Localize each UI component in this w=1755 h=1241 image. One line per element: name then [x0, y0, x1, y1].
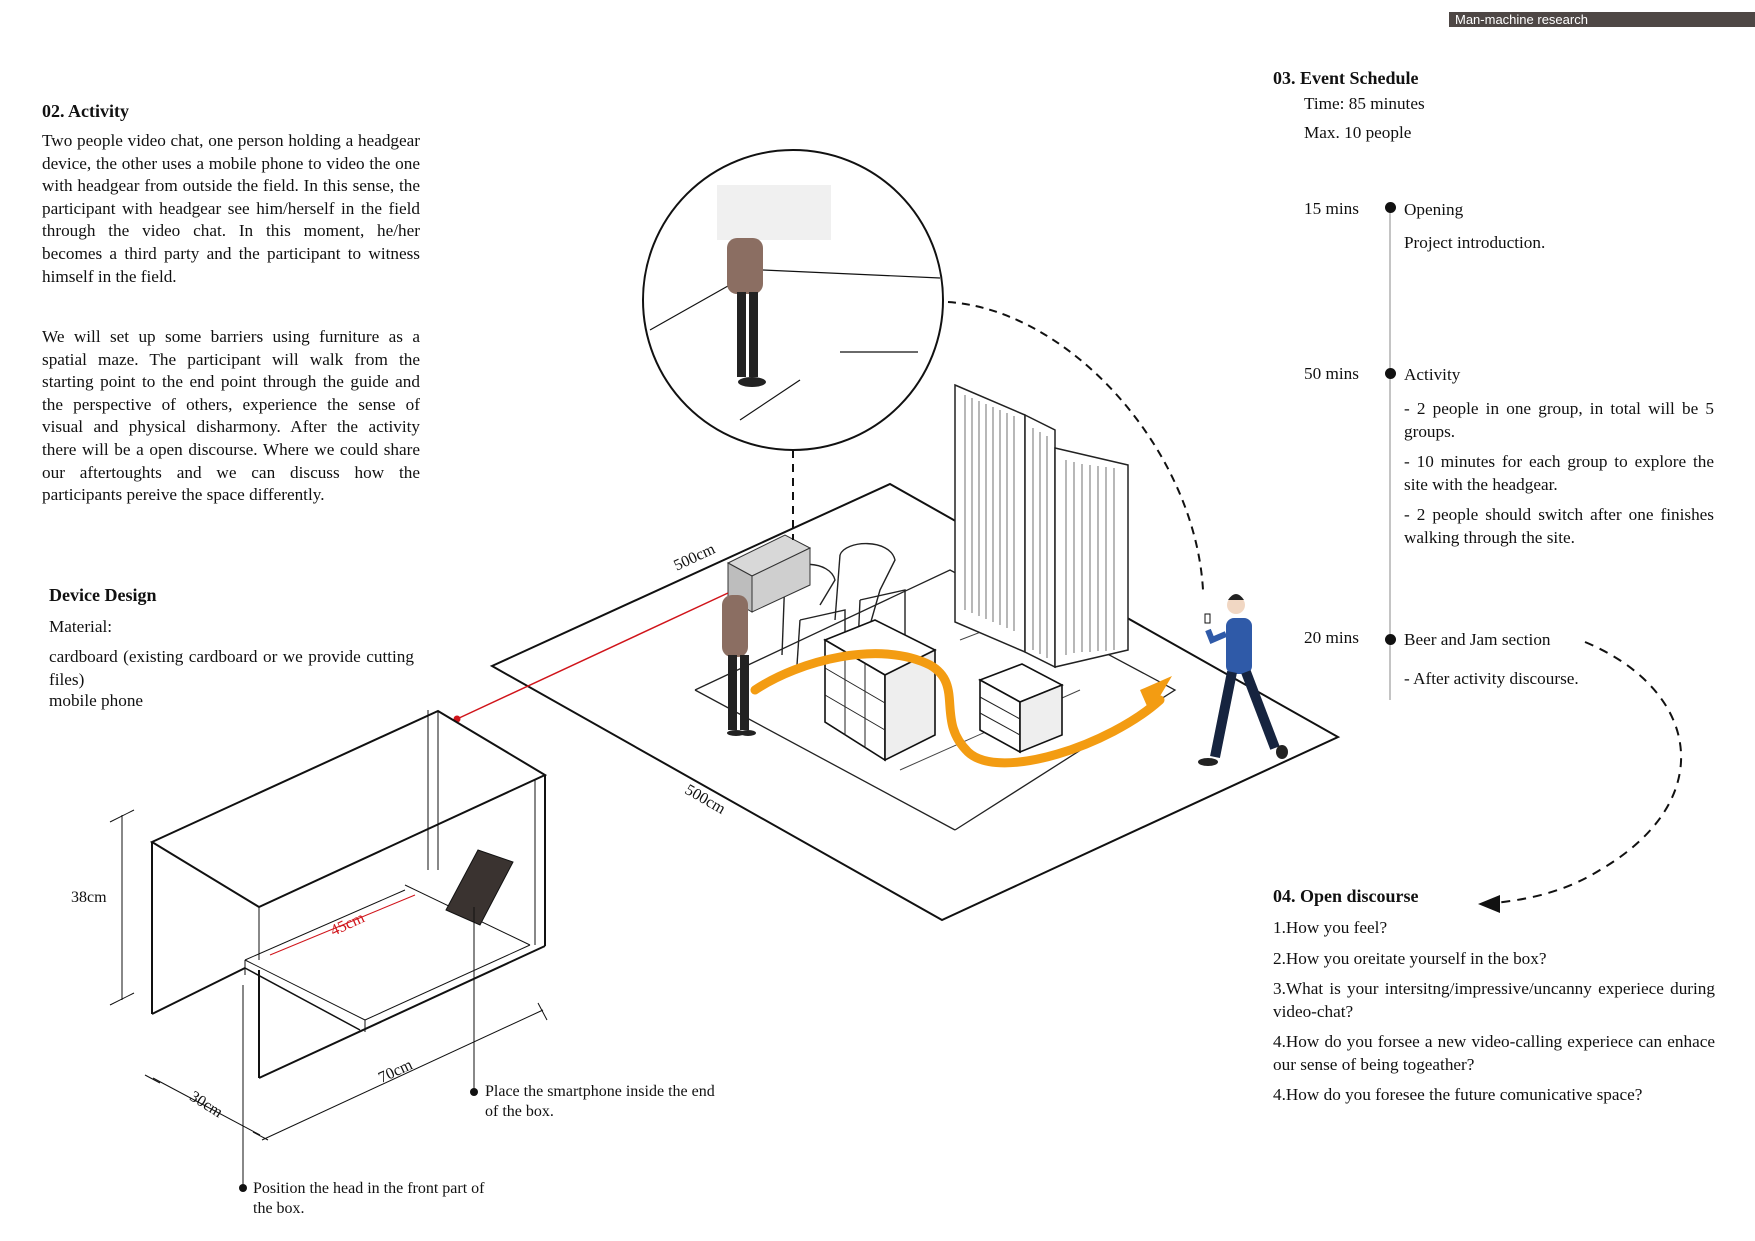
schedule-title: 03. Event Schedule: [1273, 68, 1419, 88]
drawer-cabinet: [978, 663, 1064, 754]
discourse-question: 4.How do you forsee a new video-calling …: [1273, 1032, 1715, 1074]
material-line-1: cardboard (existing cardboard or we prov…: [49, 647, 414, 689]
discourse-question: 2.How you oreitate yourself in the box?: [1273, 949, 1547, 968]
shelf: [823, 619, 937, 762]
schedule-item-detail: - 2 people should switch after one finis…: [1404, 505, 1714, 547]
dim-height-label: 38cm: [71, 889, 107, 906]
note-phone: Place the smartphone inside the end of t…: [485, 1083, 715, 1120]
timeline-dot: [1385, 368, 1396, 379]
section-tag: Man-machine research: [1449, 12, 1755, 27]
material-label: Material:: [49, 617, 112, 636]
schedule-time: Time: 85 minutes: [1304, 94, 1425, 113]
schedule-item-name: Opening: [1404, 200, 1464, 219]
discourse-question: 3.What is your intersitng/impressive/unc…: [1273, 979, 1715, 1021]
schedule-item-detail: Project introduction.: [1404, 233, 1546, 252]
schedule-item-detail: - 2 people in one group, in total will b…: [1404, 399, 1714, 441]
activity-para-1: Two people video chat, one person holdin…: [42, 131, 420, 286]
timeline-dot: [1385, 202, 1396, 213]
discourse-question: 1.How you feel?: [1273, 918, 1388, 937]
schedule-item-detail: - After activity discourse.: [1404, 669, 1579, 688]
site-floor: [489, 482, 1341, 922]
device-title: Device Design: [49, 585, 157, 605]
schedule-duration: 20 mins: [1304, 628, 1359, 647]
schedule-item-name: Beer and Jam section: [1404, 630, 1551, 649]
headgear-person: [722, 534, 812, 736]
timeline-dot: [1385, 634, 1396, 645]
device-box: [149, 709, 548, 1079]
activity-para-2: We will set up some barriers using furni…: [42, 327, 420, 505]
discourse-question: 4.How do you foresee the future comunica…: [1273, 1085, 1643, 1104]
activity-title: 02. Activity: [42, 101, 129, 121]
schedule-max: Max. 10 people: [1304, 123, 1412, 142]
schedule-item-detail: - 10 minutes for each group to explore t…: [1404, 452, 1714, 494]
schedule-duration: 50 mins: [1304, 364, 1359, 383]
walking-path: [750, 649, 1165, 768]
note-head: Position the head in the front part of t…: [253, 1180, 485, 1217]
phone-person: [1198, 594, 1288, 766]
schedule-duration: 15 mins: [1304, 199, 1359, 218]
schedule-item-name: Activity: [1404, 365, 1461, 384]
sightline: [456, 592, 729, 720]
phone-in-box: [445, 849, 514, 926]
folding-screen: [954, 383, 1129, 669]
discourse-title: 04. Open discourse: [1273, 886, 1419, 906]
material-line-2: mobile phone: [49, 691, 144, 710]
